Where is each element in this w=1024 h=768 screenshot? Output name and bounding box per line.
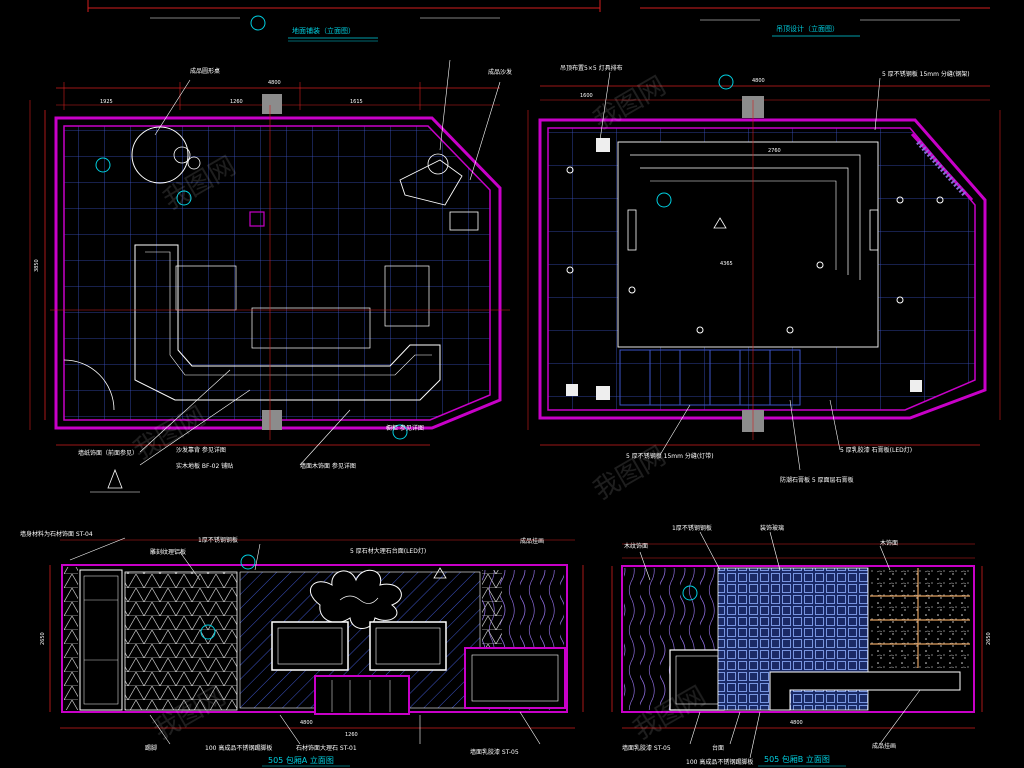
plan-a-dim-height: 3850 xyxy=(34,259,40,272)
plan-a-dim-seg2: 1260 xyxy=(230,99,243,105)
plan-b-callout-5: 5 厚乳胶漆 石膏板(LED灯) xyxy=(840,446,912,454)
elev-a-dim-seg: 1260 xyxy=(345,732,358,738)
plan-a-callout-5: 实木地板 BF-02 铺贴 xyxy=(176,462,233,470)
elev-a-callout-1: 墙身材料为石材饰面 ST-04 xyxy=(20,530,93,538)
elev-b-callout-2: 1厚不锈钢钢板 xyxy=(672,524,712,532)
caption-ceiling-plan: 吊顶设计（立面图） xyxy=(776,24,839,33)
plan-a-callout-4: 沙发靠背 参见详图 xyxy=(176,446,226,454)
plan-b-dim-seg3: 2760 xyxy=(768,148,781,154)
elev-a-dim-height: 2650 xyxy=(40,632,46,645)
elev-a-callout-4: 5 厚石材大理石台面(LED灯) xyxy=(350,547,426,555)
plan-a-dim-seg1: 1925 xyxy=(100,99,113,105)
elev-a-callout-2: 雕刻纹理铝板 xyxy=(150,548,186,556)
plan-b-callout-1: 吊顶布置5×5 灯具排布 xyxy=(560,64,623,72)
elev-b-dim-height: 2650 xyxy=(986,632,992,645)
caption-floor-plan: 地面铺装（立面图） xyxy=(292,26,355,35)
elev-a-callout-9: 墙面乳胶漆 ST-05 xyxy=(470,748,519,756)
elev-b-dim-width: 4800 xyxy=(790,720,803,726)
elev-b-callout-8: 成品挂画 xyxy=(872,742,896,750)
floor-plan xyxy=(29,59,510,493)
plan-b-callout-4: 防潮石膏板 5 厚面层石膏板 xyxy=(780,476,854,484)
elev-a-callout-6: 踢脚 xyxy=(145,744,157,752)
plan-b-dim-total: 4800 xyxy=(752,78,765,84)
plan-b-callout-2: 5 厚不锈钢板 15mm 分缝(钢架) xyxy=(882,70,970,78)
elevation-b xyxy=(611,531,983,759)
plan-b-dim-seg1: 1600 xyxy=(580,93,593,99)
elevation-b-title: 505 包厢B 立面图 xyxy=(764,754,830,764)
plan-a-callout-6: 墙面木饰面 参见详图 xyxy=(300,462,356,470)
plan-a-dim-total: 4800 xyxy=(268,80,281,86)
elev-a-dim-width: 4800 xyxy=(300,720,313,726)
elev-a-callout-8: 石材饰面大理石 ST-01 xyxy=(296,744,357,752)
plan-b-dim-seg2: 4365 xyxy=(720,261,733,267)
elev-b-callout-1: 木纹饰面 xyxy=(624,542,648,550)
elev-b-callout-6: 台面 xyxy=(712,744,724,752)
watermark: 我图网 xyxy=(589,71,672,136)
plan-a-callout-2: 成品沙发 xyxy=(488,68,512,76)
elev-a-callout-3: 1厚不锈钢钢板 xyxy=(198,536,238,544)
plan-a-callout-1: 成品圆形桌 xyxy=(190,67,220,75)
plan-b-callout-3: 5 厚不锈钢板 15mm 分缝(灯带) xyxy=(626,452,714,460)
elev-a-callout-7: 100 高成品不锈钢踢脚板 xyxy=(205,744,272,752)
elev-b-callout-7: 100 高成品不锈钢踢脚板 xyxy=(686,758,753,766)
elev-b-callout-3: 装饰玻璃 xyxy=(760,524,784,532)
watermark: 我图网 xyxy=(589,441,672,506)
elev-b-callout-5: 墙面乳胶漆 ST-05 xyxy=(622,744,671,752)
elev-a-callout-5: 成品挂画 xyxy=(520,537,544,545)
plan-a-dim-seg3: 1615 xyxy=(350,99,363,105)
elev-b-callout-4: 木饰面 xyxy=(880,539,898,547)
plan-a-callout-3: 墙纸饰面（前面参见） xyxy=(78,449,138,457)
elevation-a-title: 505 包厢A 立面图 xyxy=(268,755,334,765)
ceiling-plan xyxy=(527,71,1001,471)
top-strip xyxy=(87,0,990,31)
plan-a-callout-7: 橱柜 参见详图 xyxy=(386,424,424,432)
elevation-a xyxy=(49,537,584,745)
